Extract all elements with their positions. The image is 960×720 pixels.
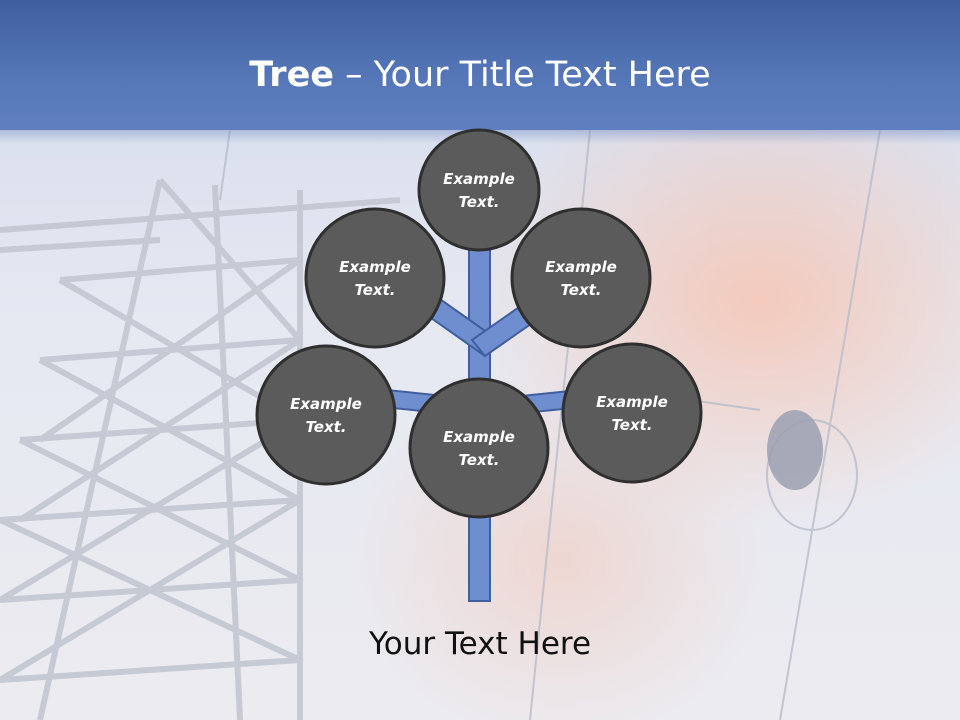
node-label-line: Example [339,258,411,276]
slide-title-rest: – Your Title Text Here [334,55,711,95]
node-label-lower-right: Example Text. [572,391,692,437]
node-circle-lower-left [255,344,397,486]
node-label-center: Example Text. [419,426,539,472]
slide-title-bold: Tree [249,55,335,95]
node-circle-center [408,377,550,519]
title-bar [0,0,960,130]
node-label-line: Text. [611,416,653,434]
node-label-line: Example [290,395,362,413]
node-label-line: Text. [560,281,602,299]
node-label-line: Example [443,428,515,446]
node-label-line: Example [596,393,668,411]
slide-title: Tree – Your Title Text Here [0,52,960,98]
node-label-line: Example [443,170,515,188]
node-label-line: Text. [458,193,500,211]
node-label-line: Text. [305,418,347,436]
footer-text: Your Text Here [368,626,592,662]
node-label-upper-right: Example Text. [521,256,641,302]
node-label-top: Example Text. [419,168,539,214]
node-label-line: Text. [354,281,396,299]
tree-nodes [255,128,703,519]
node-circle-top [417,128,541,252]
node-circle-upper-right [510,207,652,349]
node-label-line: Example [545,258,617,276]
node-label-lower-left: Example Text. [266,393,386,439]
node-circle-lower-right [561,342,703,484]
node-circle-upper-left [304,207,446,349]
node-label-line: Text. [458,451,500,469]
node-label-upper-left: Example Text. [315,256,435,302]
